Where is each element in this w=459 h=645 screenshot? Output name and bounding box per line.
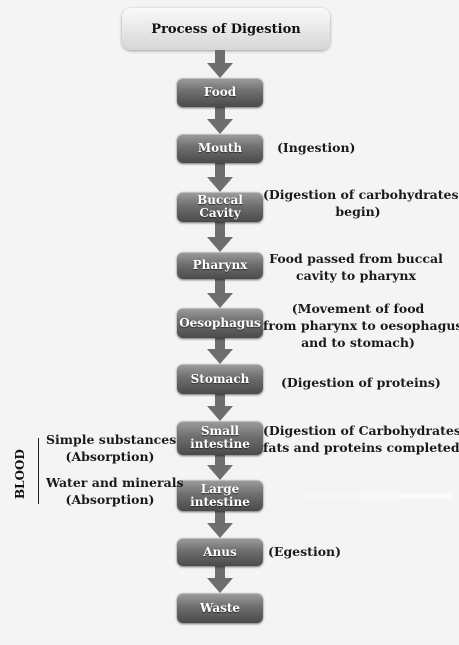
down-arrow-icon	[207, 163, 233, 192]
down-arrow-icon	[207, 566, 233, 593]
step-buccal-cavity: Buccal Cavity	[177, 192, 263, 222]
step-food: Food	[177, 78, 263, 107]
absorption-simple-line1: Simple substances	[46, 432, 177, 447]
step-pharynx: Pharynx	[177, 252, 263, 279]
step-anus: Anus	[177, 538, 263, 566]
absorption-water-line2: (Absorption)	[65, 492, 155, 507]
down-arrow-icon	[207, 222, 233, 252]
note-egestion: (Egestion)	[268, 544, 342, 559]
absorption-simple-line2: (Absorption)	[65, 449, 155, 464]
step-small-intestine: Small intestine	[177, 421, 263, 455]
blood-bracket	[38, 438, 45, 504]
note-buccal-line2: begin)	[335, 204, 381, 219]
down-arrow-icon	[207, 394, 233, 421]
note-buccal-line1: (Digestion of carbohydrates	[263, 187, 459, 202]
step-mouth: Mouth	[177, 134, 263, 163]
blood-label: BLOOD	[13, 449, 27, 499]
down-arrow-icon	[207, 279, 233, 308]
note-oesophagus-line1: (Movement of food	[291, 301, 425, 316]
note-small-intestine-line2: fats and proteins completed)	[263, 440, 459, 455]
down-arrow-icon	[207, 455, 233, 480]
note-ingestion: (Ingestion)	[277, 140, 356, 155]
down-arrow-icon	[207, 511, 233, 538]
note-oesophagus-line2: from pharynx to oesophagus	[263, 318, 459, 333]
down-arrow-icon	[207, 50, 233, 78]
down-arrow-icon	[207, 107, 233, 134]
step-stomach: Stomach	[177, 364, 263, 394]
fade-strip	[263, 493, 453, 499]
note-oesophagus-line3: and to stomach)	[301, 335, 415, 350]
note-stomach: (Digestion of proteins)	[281, 375, 441, 390]
diagram-title: Process of Digestion	[122, 8, 330, 50]
note-small-intestine-line1: (Digestion of Carbohydrates,	[263, 423, 459, 438]
absorption-water-line1: Water and minerals	[46, 475, 184, 490]
step-oesophagus: Oesophagus	[177, 308, 263, 338]
note-pharynx-line1: Food passed from buccal	[269, 251, 443, 266]
down-arrow-icon	[207, 338, 233, 364]
step-waste: Waste	[177, 593, 263, 623]
step-large-intestine: Large intestine	[177, 480, 263, 511]
note-pharynx-line2: cavity to pharynx	[296, 268, 416, 283]
